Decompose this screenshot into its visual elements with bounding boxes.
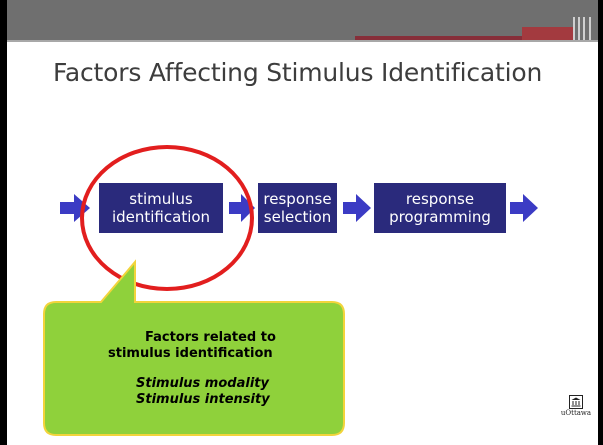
slide-title: Factors Affecting Stimulus Identificatio… [53,58,543,87]
header-accent-line [583,17,585,40]
callout-text: Factors related to stimulus identificati… [47,330,347,407]
header-accent-line [578,17,580,40]
stage-box-response-programming: response programming [374,183,506,233]
header-stripe [7,40,598,42]
header-bar [7,0,598,40]
callout-item-modality: Stimulus modality [136,376,269,391]
header-accent-line [589,17,591,40]
stage-label-line2: programming [389,208,491,226]
stage-label-line1: response [263,190,332,208]
arrow-right-icon [510,194,538,222]
logo-text: uOttawa [560,409,592,417]
header-accent-block [522,27,574,40]
callout-heading-line1: Factors related to [145,330,276,345]
highlight-circle [80,145,254,291]
university-logo: uOttawa [556,395,596,417]
header-accent-line [573,17,575,40]
slide: Factors Affecting Stimulus Identificatio… [7,0,598,445]
callout-bubble [43,259,345,436]
callout-item-intensity: Stimulus intensity [136,391,270,407]
arrow-right-icon [343,194,371,222]
stage-label-line2: selection [263,208,332,226]
arrow-right-icon [60,194,90,222]
header-accent [355,36,523,40]
callout-heading-line2: stimulus identification [108,345,273,361]
building-icon [569,395,583,409]
stage-box-response-selection: response selection [258,183,337,233]
stage-label-line1: response [405,190,475,208]
